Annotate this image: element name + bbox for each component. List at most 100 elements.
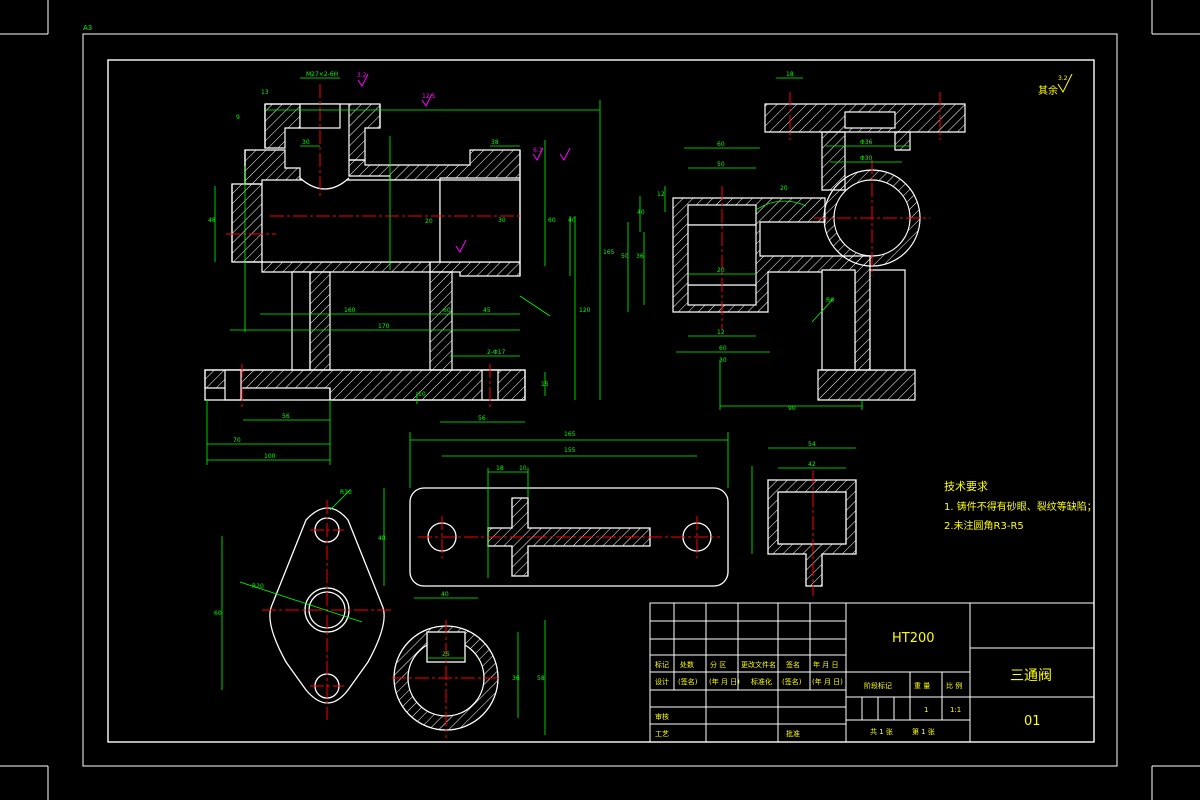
tb-sheet-current: 第 1 张	[912, 727, 935, 736]
ring-dim-36: 36	[512, 675, 520, 682]
end-view-dims	[751, 447, 856, 554]
side-dim-60: 60	[717, 141, 725, 148]
tb-design: 设计	[655, 677, 669, 686]
flange-dim-60: 60	[214, 610, 222, 617]
side-dim-60b: 60	[719, 345, 727, 352]
dim-70: 70	[233, 437, 241, 444]
tech-req-line-2: 2.未注圆角R3-R5	[944, 519, 1024, 532]
front-center-lines	[226, 84, 520, 410]
dim-165: 165	[603, 249, 615, 256]
side-dim-12b: 12	[717, 329, 725, 336]
dim-15: 15	[541, 381, 549, 388]
plate-dim-18: 18	[496, 465, 504, 472]
front-upper-wall	[348, 149, 521, 181]
dim-9: 9	[236, 114, 240, 121]
tb-count: 处数	[680, 660, 694, 669]
bottom-dims	[383, 432, 729, 586]
end-view-dim-texts: 54 42	[808, 441, 816, 468]
dim-30b: 30	[498, 217, 506, 224]
dim-20: 20	[425, 218, 433, 225]
dim-38: 38	[491, 139, 499, 146]
front-base	[204, 369, 526, 401]
ring-dim-25: 25	[442, 651, 450, 658]
front-lower-wall	[245, 261, 431, 273]
tb-change-doc: 更改文件名	[741, 660, 776, 669]
front-left-flange	[231, 183, 263, 263]
tech-req-title: 技术要求	[944, 480, 988, 493]
plate-dim-40: 40	[378, 535, 386, 542]
dim-40: 40	[568, 217, 576, 224]
side-dim-18: 18	[786, 71, 794, 78]
end-view	[767, 479, 857, 587]
front-section-view	[204, 103, 526, 401]
side-dim-40: 40	[637, 209, 645, 216]
side-dimension-lines	[627, 77, 910, 410]
side-center-lines	[721, 92, 941, 330]
general-roughness-note: 其余 3.2	[1038, 73, 1073, 97]
technical-requirements: 技术要求 1. 铸件不得有砂眼、裂纹等缺陷； 2.未注圆角R3-R5	[944, 480, 1097, 532]
outer-border	[82, 33, 1118, 767]
tb-review: 审核	[655, 712, 669, 721]
side-dim-36: 36	[636, 253, 644, 260]
ring-center-lines	[392, 620, 500, 738]
tb-standard-date: (年 月 日)	[812, 677, 843, 686]
front-left-leg	[291, 271, 311, 371]
ring-dims	[414, 597, 546, 735]
plate-dim-155: 155	[564, 447, 576, 454]
bottom-center-lines	[418, 516, 720, 558]
dim-48: 48	[208, 217, 216, 224]
tb-design-sign: (签名)	[678, 677, 698, 686]
tb-quantity: 1	[924, 706, 928, 714]
title-block-texts: HT200 三通阀 01 标记 处数 分 区 更改文件名 签名 年 月 日 设计…	[655, 631, 1052, 738]
dim-45: 45	[483, 307, 491, 314]
tb-mark: 标记	[655, 660, 669, 669]
end-dim-54: 54	[808, 441, 816, 448]
front-dimension-lines	[206, 77, 601, 465]
tb-stage: 阶段标记	[864, 681, 892, 690]
side-dim-d36: Φ36	[860, 139, 873, 146]
dim-10: 10	[418, 391, 426, 398]
flange-dim-r20: R20	[252, 583, 264, 590]
side-dimension-texts: 18 60 50 Φ36 Φ30 50 36 12 40 20 12 R6 90…	[621, 71, 873, 412]
side-dim-d30: Φ30	[860, 155, 873, 162]
roughness-note-prefix: 其余	[1038, 84, 1058, 97]
flange-dims	[221, 489, 363, 690]
tb-design-date: (年 月 日)	[709, 677, 740, 686]
tb-process: 工艺	[655, 730, 669, 738]
ring-dim-texts: 40 25 36 58	[441, 591, 545, 682]
tech-req-line-1: 1. 铸件不得有砂眼、裂纹等缺陷；	[944, 500, 1097, 513]
flange-dim-r30: R30	[340, 489, 352, 496]
side-dim-20: 20	[717, 267, 725, 274]
end-dim-42: 42	[808, 461, 816, 468]
side-dim-30: 30	[719, 357, 727, 364]
bottom-dim-texts: 165 155 18 10 40	[378, 431, 576, 542]
side-dim-r6: R6	[826, 297, 834, 304]
roughness-note-value: 3.2	[1058, 75, 1068, 82]
dim-170: 170	[378, 323, 390, 330]
side-dim-50: 50	[717, 161, 725, 168]
tb-sheet-total: 共 1 张	[870, 727, 893, 736]
dim-56a: 56	[282, 413, 290, 420]
dim-30: 30	[302, 139, 310, 146]
ring-dim-58: 58	[537, 675, 545, 682]
rough-6-3: 6.3	[533, 147, 543, 154]
ring-dim-40: 40	[441, 591, 449, 598]
material-label: HT200	[892, 631, 935, 646]
plate-dim-165: 165	[564, 431, 576, 438]
dim-60: 60	[548, 217, 556, 224]
rough-12-5: 12.5	[422, 93, 436, 100]
tb-scale-label: 比 例	[946, 681, 962, 690]
side-base	[817, 369, 916, 401]
dim-60b: 60	[443, 307, 451, 314]
part-name: 三通阀	[1010, 668, 1052, 684]
flange-dim-texts: R30 60 R20	[214, 489, 352, 617]
rough-3-2: 3.2	[357, 72, 367, 79]
tb-sign: 签名	[786, 660, 800, 669]
dim-160: 160	[344, 307, 356, 314]
dim-120: 120	[579, 307, 591, 314]
dim-hole-pair: 2-Φ17	[487, 349, 506, 356]
tb-standard-sign: (签名)	[782, 677, 802, 686]
dim-100: 100	[264, 453, 276, 460]
